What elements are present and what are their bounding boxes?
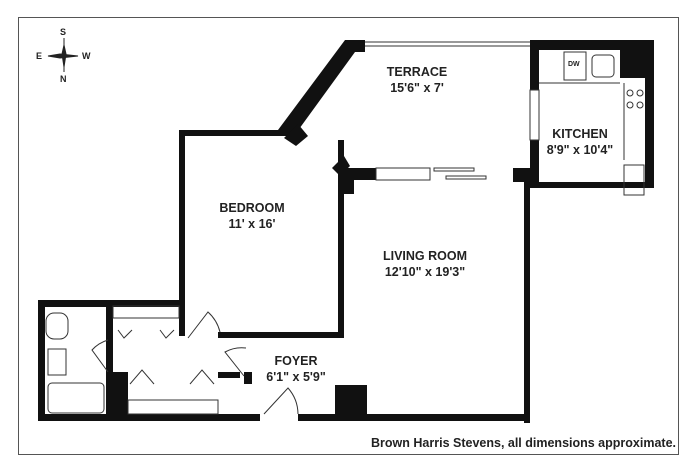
compass-west: W <box>82 51 91 61</box>
room-dims: 8'9" x 10'4" <box>546 143 614 157</box>
walls <box>38 40 654 423</box>
dishwasher <box>563 51 587 81</box>
room-name: KITCHEN <box>552 127 608 141</box>
room-dims: 11' x 16' <box>228 217 276 231</box>
room-terrace: TERRACE 15'6" x 7' <box>387 64 447 96</box>
room-dims: 12'10" x 19'3" <box>384 265 466 279</box>
toilet-icon <box>45 312 69 340</box>
compass-icon <box>47 38 79 72</box>
sink-icon <box>591 54 615 78</box>
fixtures <box>45 41 645 415</box>
compass-east: E <box>36 51 43 61</box>
room-dims: 6'1" x 5'9" <box>266 370 326 384</box>
room-name: FOYER <box>274 354 318 368</box>
bathtub-icon <box>47 382 105 414</box>
compass-south: S <box>60 27 67 37</box>
frame <box>18 17 679 455</box>
room-dims: 15'6" x 7' <box>390 81 444 95</box>
room-foyer: FOYER 6'1" x 5'9" <box>266 353 326 385</box>
dishwasher-label: DW <box>568 61 580 68</box>
caption: Brown Harris Stevens, all dimensions app… <box>371 436 676 450</box>
room-kitchen: KITCHEN 8'9" x 10'4" <box>547 126 613 158</box>
sink-icon <box>47 348 67 376</box>
room-name: LIVING ROOM <box>382 249 468 263</box>
room-bedroom: BEDROOM 11' x 16' <box>219 200 284 232</box>
room-name: BEDROOM <box>219 201 285 215</box>
compass-north: N <box>60 74 67 84</box>
room-living-room: LIVING ROOM 12'10" x 19'3" <box>383 248 467 280</box>
room-name: TERRACE <box>386 65 448 79</box>
